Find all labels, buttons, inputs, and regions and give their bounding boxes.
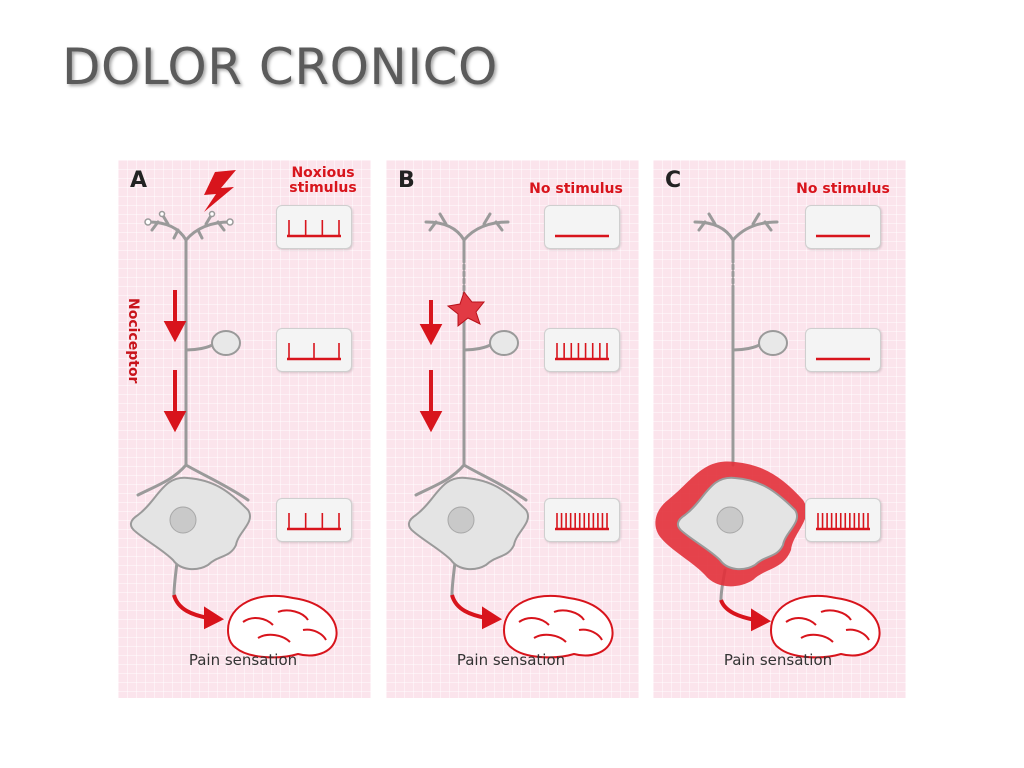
stimulus-label: Noxious stimulus <box>289 165 357 196</box>
spike-trace-spinal <box>544 498 620 542</box>
slide-title: DOLOR CRONICO <box>62 38 498 96</box>
spike-trace-axon <box>544 328 620 372</box>
nociception-figure: A Noxious stimulus Nociceptor Pain sensa… <box>118 160 908 700</box>
panel-b-drawing <box>408 212 614 659</box>
lightning-icon <box>204 170 236 212</box>
stimulus-label: No stimulus <box>796 181 890 197</box>
pain-sensation-label: Pain sensation <box>723 651 833 669</box>
panel-c-drawing <box>655 212 881 659</box>
spike-trace-axon <box>805 328 881 372</box>
spike-trace-spinal <box>276 498 352 542</box>
panel-c: C No stimulus Pain sensation <box>653 160 906 698</box>
ganglion-cell <box>211 330 241 356</box>
stimulus-label: No stimulus <box>529 181 623 197</box>
brain-icon <box>769 594 881 659</box>
panel-label: A <box>130 168 148 193</box>
panel-label: C <box>665 168 682 193</box>
spike-trace-periphery <box>544 205 620 249</box>
panel-label: B <box>398 168 415 193</box>
pain-sensation-label: Pain sensation <box>188 651 298 669</box>
dendrite-endings <box>144 210 234 226</box>
brain-icon <box>502 594 614 659</box>
brain-icon <box>226 594 338 659</box>
spike-trace-spinal <box>805 498 881 542</box>
panel-a: A Noxious stimulus Nociceptor Pain sensa… <box>118 160 371 698</box>
spike-trace-axon <box>276 328 352 372</box>
ectopic-focus <box>446 290 486 328</box>
spike-trace-periphery <box>276 205 352 249</box>
panel-a-drawing <box>130 170 338 659</box>
pain-sensation-label: Pain sensation <box>456 651 566 669</box>
spike-trace-periphery <box>805 205 881 249</box>
nociceptor-label: Nociceptor <box>125 298 141 384</box>
panel-b: B No stimulus Pain sensation <box>386 160 639 698</box>
